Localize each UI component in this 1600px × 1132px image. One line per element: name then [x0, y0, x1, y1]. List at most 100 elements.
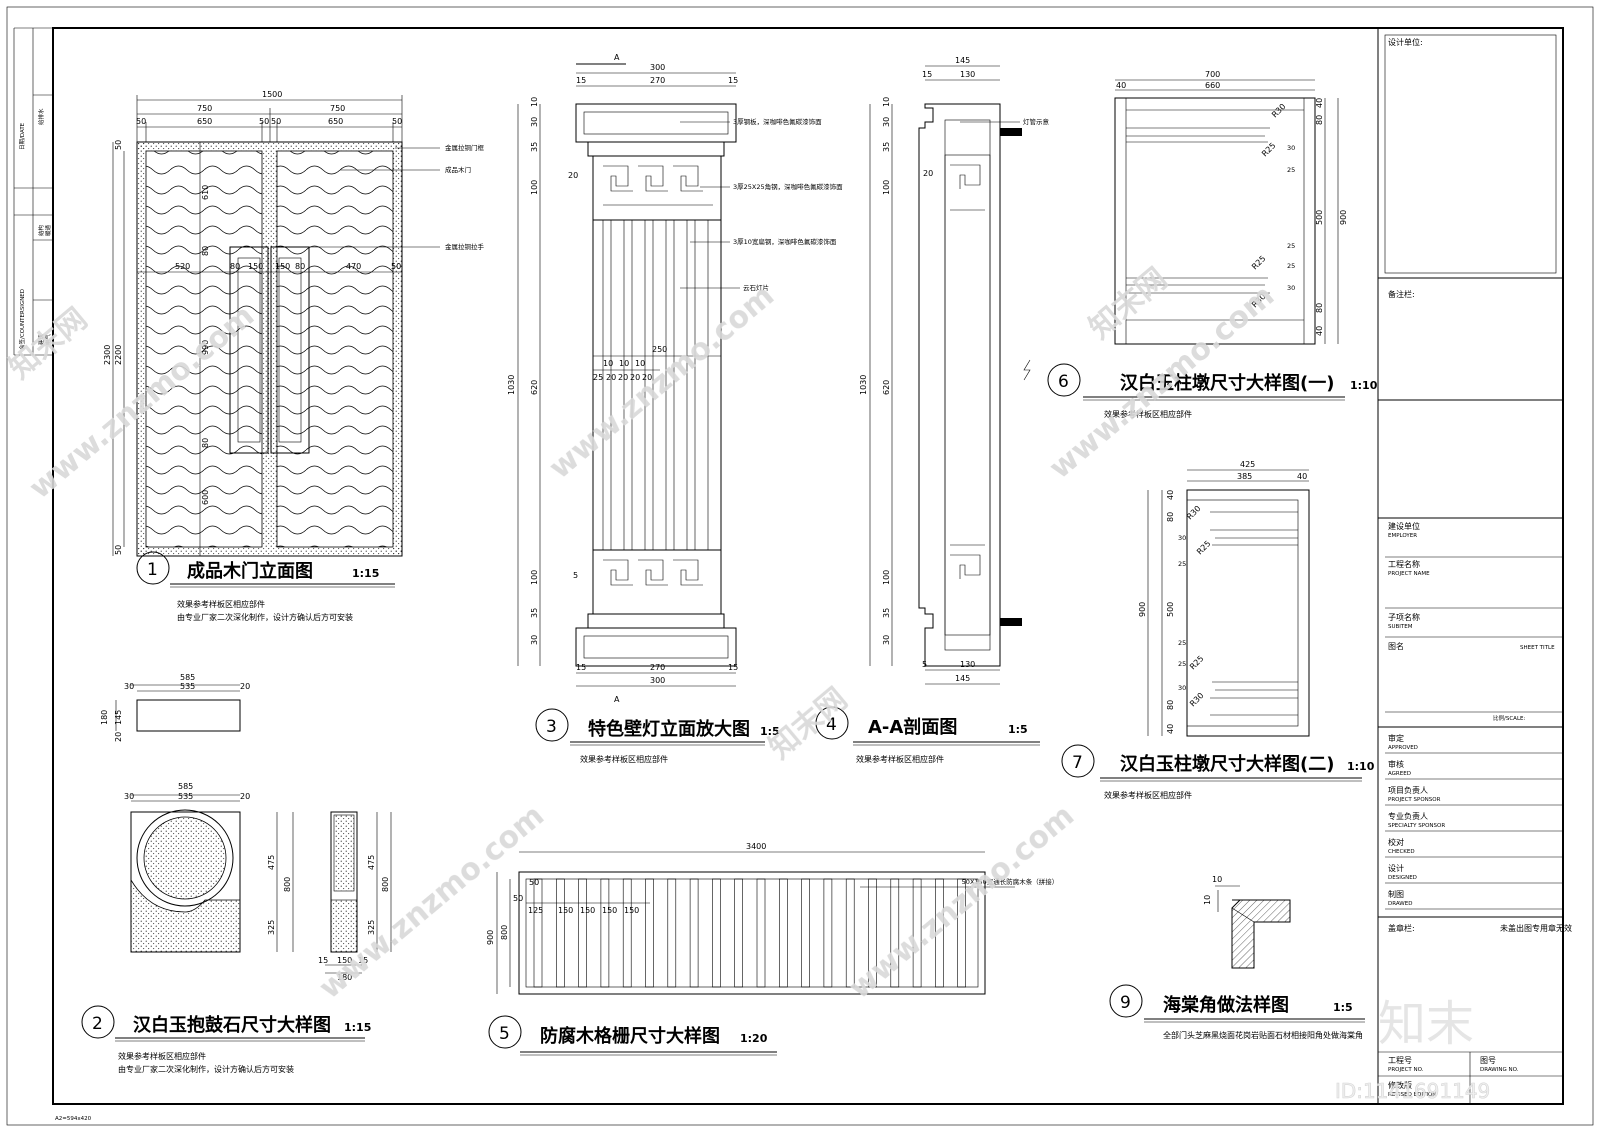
drum-top-20: 20: [240, 682, 250, 691]
drawing-1-scale: 1:15: [352, 567, 379, 580]
lamp-mid-10b: 10: [619, 359, 629, 368]
grille-slat: [578, 878, 587, 988]
tb-role-cn: 设计: [1388, 863, 1404, 873]
section-left-20: 20: [923, 169, 933, 178]
drawing-6-note-1: 效果参考样板区相应部件: [1104, 409, 1192, 419]
drawing-6-number: 6: [1058, 372, 1069, 392]
grille-slat: [555, 878, 565, 988]
drawing-7-scale: 1:10: [1347, 760, 1375, 773]
drum-front-535: 535: [178, 792, 193, 801]
grille-slat: [935, 878, 944, 988]
grille-dim-width: 3400: [746, 842, 766, 851]
door-mid-150a: 150: [248, 262, 263, 271]
grille-slat: [667, 878, 677, 988]
left-strip-countersign: 会签/COUNTERSIGNED: [18, 289, 26, 350]
drawing-1-title: 成品木门立面图: [187, 560, 313, 582]
pier1-right-25b: 25: [1287, 242, 1295, 250]
tb-project-cn: 工程名称: [1388, 559, 1420, 569]
lamp-mid-10a: 10: [603, 359, 613, 368]
pier-elevation-2: 425 385 40 900 500 40 80 80 40 R25 R25 R…: [1061, 460, 1375, 800]
door-dim-750a: 750: [197, 104, 212, 113]
door-mid-470: 470: [346, 262, 361, 271]
door-mid-150b: 150: [275, 262, 290, 271]
drawing-6-scale: 1:10: [1350, 379, 1378, 392]
grille-dim-150a: 150: [558, 906, 573, 915]
watermark-site-2: www.znzmo.com: [543, 278, 781, 486]
pier2-r25a: R25: [1195, 539, 1213, 557]
lamp-mid-20b: 20: [618, 373, 628, 382]
watermark-cn-1: 知末网: [3, 301, 94, 386]
wall-lamp-elevation: A A 300 270 15 15 270 300 15 15 250 25 2…: [507, 53, 843, 764]
pier2-top-40: 40: [1297, 472, 1307, 481]
tb-role-cn: 专业负责人: [1388, 811, 1428, 821]
grille-note: 50X150宽通长防腐木条（拼接）: [962, 877, 1059, 886]
drum-side-180: 180: [100, 710, 109, 725]
drawing-9-scale: 1:5: [1333, 1001, 1353, 1014]
lamp-mid-250: 250: [652, 345, 667, 354]
left-strip-water: 给排水: [37, 108, 45, 125]
drawing-2-scale: 1:15: [344, 1021, 371, 1034]
door-mid-80b: 80: [295, 262, 305, 271]
lamp-bottom-270: 270: [650, 663, 665, 672]
tb-sheet-en: SHEET TITLE: [1520, 645, 1555, 651]
section-left-620: 620: [882, 380, 891, 395]
tb-drawing-no-cn: 图号: [1480, 1056, 1496, 1065]
section-top-15: 15: [922, 70, 932, 79]
drawing-3-note-1: 效果参考样板区相应部件: [580, 754, 668, 764]
tb-role-en: PROJECT SPONSOR: [1388, 797, 1441, 803]
drum-side-15a: 15: [318, 956, 328, 965]
drum-top-30: 30: [124, 682, 134, 691]
tb-project-no-cn: 工程号: [1388, 1056, 1412, 1065]
pier2-left-30b: 30: [1178, 684, 1186, 692]
tb-sheet-cn: 图名: [1388, 641, 1404, 651]
drum-front-800: 800: [283, 877, 292, 892]
section-bottom-145: 145: [955, 674, 970, 683]
door-mid-80a: 80: [230, 262, 240, 271]
pier1-right-40b: 40: [1315, 326, 1324, 336]
pier1-right-500: 500: [1315, 210, 1324, 225]
door-left-50a: 50: [114, 140, 123, 150]
grille-slat: [845, 878, 855, 988]
tb-role-cn: 制图: [1388, 889, 1404, 899]
title-block: 设计单位: 备注栏: 建设单位 EMPLOYER 工程名称 PROJECT NA…: [1378, 34, 1572, 1104]
door-left-600: 600: [201, 490, 210, 505]
tb-drawing-no-en: DRAWING NO.: [1480, 1067, 1519, 1073]
drum-front-20: 20: [240, 792, 250, 801]
tb-project-no-en: PROJECT NO.: [1388, 1067, 1424, 1073]
door-elevation: 1500 750 750 50 650 50 50 650 50 520 80 …: [103, 90, 485, 622]
watermark-id: ID:1141691149: [1335, 1079, 1490, 1103]
grille-slat: [868, 878, 877, 988]
left-strip-struct: 结构: [37, 224, 45, 236]
door-left-610: 610: [201, 185, 210, 200]
drawing-9-note-1: 全部门头芝麻黑烧面花岗岩贴面石材相接阳角处做海棠角: [1163, 1030, 1363, 1040]
drum-stone: 585 535 30 20 180 145 20 585 535 30 20 8…: [81, 673, 392, 1074]
lamp-left-35b: 35: [530, 608, 539, 618]
grille-dim-50b: 50: [529, 878, 539, 887]
section-bottom-130: 130: [960, 660, 975, 669]
lamp-leader-marble: 云石灯片: [743, 283, 769, 292]
left-strip-date: 日期/DATE: [19, 122, 26, 150]
lamp-left-100b: 100: [530, 570, 539, 585]
left-strip-arch: 建筑: [37, 333, 45, 345]
drum-side-20: 20: [114, 732, 123, 742]
tb-employer-en: EMPLOYER: [1388, 533, 1417, 539]
pier1-r25b: R25: [1250, 254, 1268, 272]
tb-employer-cn: 建设单位: [1388, 521, 1420, 531]
haitang-dim-10b: 10: [1203, 895, 1212, 905]
watermark-cn-3: 知末网: [763, 681, 854, 766]
door-leader-handle: 金属拉铜拉手: [445, 242, 485, 251]
drum-front-30: 30: [124, 792, 134, 801]
pier1-top-700: 700: [1205, 70, 1220, 79]
grille-slat: [622, 878, 632, 988]
drawing-3-scale: 1:5: [760, 725, 780, 738]
tb-revised-cn: 修改版: [1388, 1080, 1412, 1090]
pier2-top-385: 385: [1237, 472, 1252, 481]
drawing-4-scale: 1:5: [1008, 723, 1028, 736]
drawing-5-number: 5: [499, 1024, 510, 1044]
tb-project-en: PROJECT NAME: [1388, 571, 1430, 577]
drum-side-180b: 180: [337, 973, 352, 982]
pier1-right-80b: 80: [1315, 303, 1324, 313]
pier2-top-425: 425: [1240, 460, 1255, 469]
lamp-leader-angle: 3厚25X25角钢，深咖啡色氟碳漆饰面: [733, 182, 843, 191]
section-left-100b: 100: [882, 570, 891, 585]
